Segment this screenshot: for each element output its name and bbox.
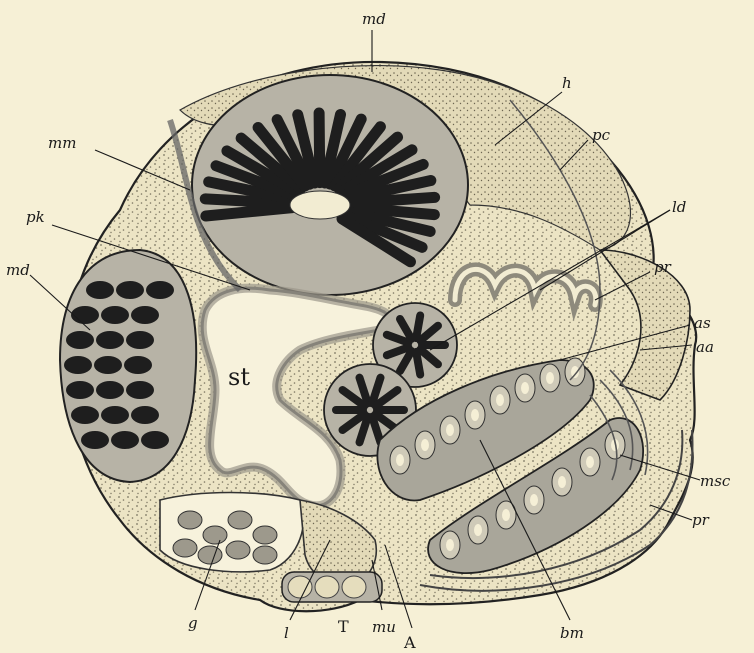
gland-lobe xyxy=(81,431,109,449)
label-mu: mu xyxy=(372,618,396,636)
gill-lamella-lumen xyxy=(446,424,454,436)
gland-lobe xyxy=(126,331,154,349)
gill-lamella-lumen xyxy=(496,394,504,406)
label-aa: aa xyxy=(696,338,714,356)
tentacle-section xyxy=(282,572,382,602)
label-bm: bm xyxy=(560,624,584,642)
gill-lamella-lumen xyxy=(446,539,454,551)
gland-lobe xyxy=(416,352,420,375)
gill-lamella-lumen xyxy=(502,509,510,521)
tubule xyxy=(348,197,435,203)
ganglion-cell xyxy=(173,539,197,557)
label-A: A xyxy=(403,633,416,652)
gill-lamella-lumen xyxy=(471,409,479,421)
gland-lobe xyxy=(86,281,114,299)
gill-lamella-lumen xyxy=(546,372,554,384)
tubule xyxy=(319,113,320,183)
label-as: as xyxy=(694,314,711,332)
gland-lobe xyxy=(141,431,169,449)
ganglion-cell xyxy=(203,526,227,544)
gill-lamella-lumen xyxy=(396,454,404,466)
ganglion-region xyxy=(160,493,304,572)
gland-lobe xyxy=(146,281,174,299)
label-h: h xyxy=(562,74,572,92)
gill-lamella-lumen xyxy=(474,524,482,536)
label-pk: pk xyxy=(26,208,45,226)
ganglion-cell xyxy=(226,541,250,559)
gland-lobe xyxy=(111,431,139,449)
gland-lobe xyxy=(71,406,99,424)
gland-lobe xyxy=(116,281,144,299)
gill-lamella-lumen xyxy=(530,494,538,506)
ganglion-cell xyxy=(198,546,222,564)
ganglion-cell xyxy=(253,546,277,564)
gland-lobe xyxy=(66,381,94,399)
label-st: st xyxy=(228,363,250,391)
label-T: T xyxy=(338,617,349,636)
midgut-gland-left xyxy=(60,250,196,482)
gland-lobe xyxy=(96,381,124,399)
ganglion-cell xyxy=(253,526,277,544)
gland-lobe xyxy=(416,315,420,338)
gland-lobe xyxy=(96,331,124,349)
label-md-left: md xyxy=(6,261,30,279)
label-pr-top: pr xyxy=(654,258,672,276)
gill-lamella-lumen xyxy=(521,382,529,394)
gland-lobe xyxy=(126,381,154,399)
ganglion-cell xyxy=(178,511,202,529)
gill-lamella-lumen xyxy=(421,439,429,451)
gill-lamella-lumen xyxy=(586,456,594,468)
gland-lobe xyxy=(131,306,159,324)
label-pr-bottom: pr xyxy=(692,511,710,529)
gland-lobe xyxy=(131,406,159,424)
gill-lamella-lumen xyxy=(558,476,566,488)
gland-lobe xyxy=(94,356,122,374)
label-md-top: md xyxy=(362,10,386,28)
label-g: g xyxy=(188,614,198,632)
label-ld: ld xyxy=(672,198,686,216)
gland-lobe xyxy=(101,406,129,424)
label-pc: pc xyxy=(592,126,611,144)
ganglion-cell xyxy=(228,511,252,529)
midgut-gland-top xyxy=(192,75,468,295)
gland-lobe xyxy=(124,356,152,374)
label-l: l xyxy=(284,624,289,642)
gland-lobe xyxy=(66,331,94,349)
label-msc: msc xyxy=(700,472,731,490)
gland-lobe xyxy=(101,306,129,324)
gland-lobe xyxy=(71,306,99,324)
gland-lobe xyxy=(64,356,92,374)
label-mm: mm xyxy=(48,134,76,152)
